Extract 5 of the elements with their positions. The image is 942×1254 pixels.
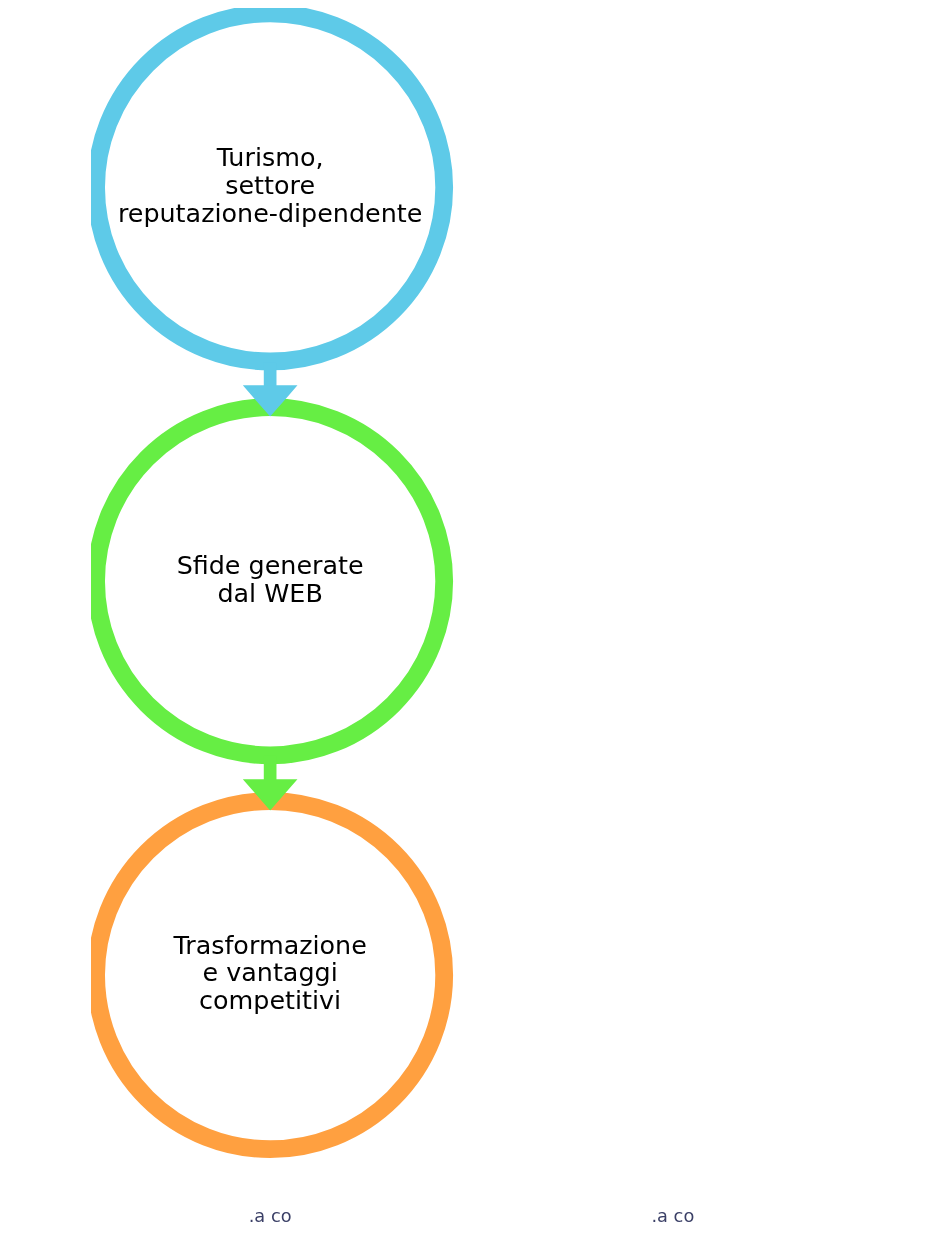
label: .a co bbox=[650, 1205, 694, 1227]
node-circle: Turismo, settore reputazione-dipendente bbox=[90, 8, 453, 371]
node-circle: Trasformazione e vantaggi competitivi bbox=[90, 792, 453, 1159]
node-circle: Sfide generate dal WEB bbox=[90, 398, 453, 765]
label: .a co bbox=[248, 1205, 292, 1227]
